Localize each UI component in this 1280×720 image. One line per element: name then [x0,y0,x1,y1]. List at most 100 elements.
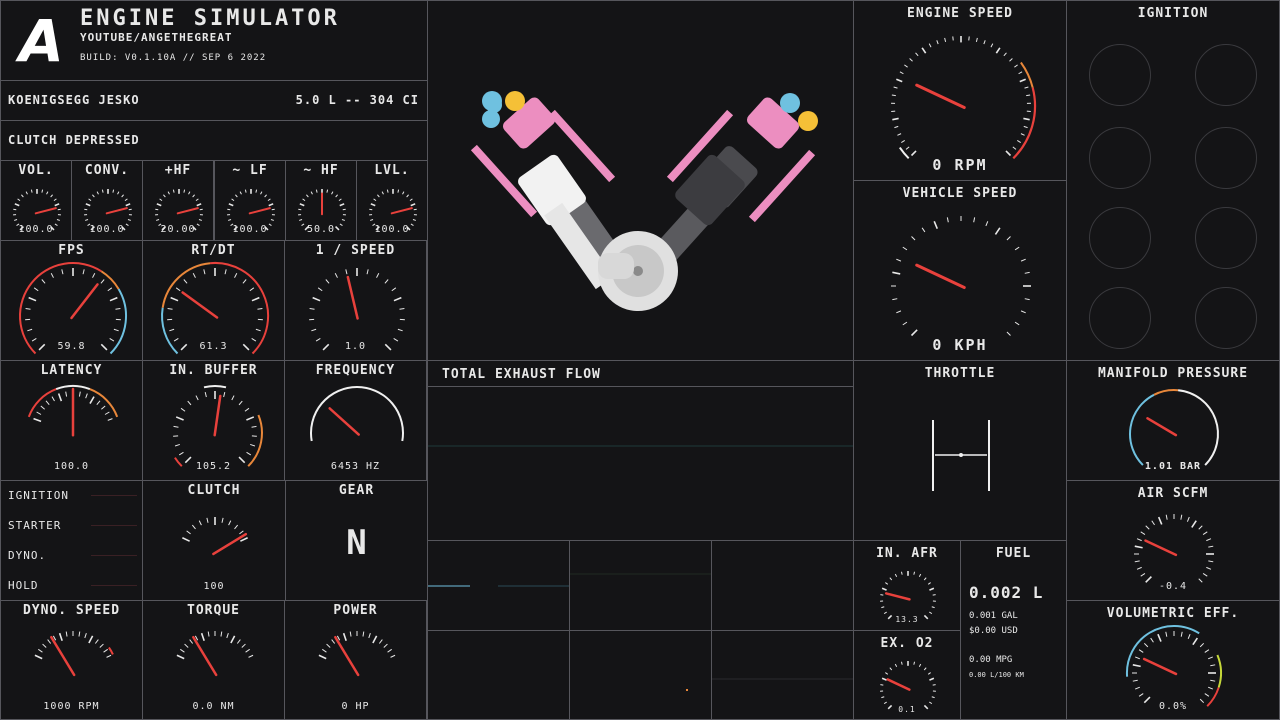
gauge-tick [240,537,248,542]
gauge-tick [336,635,341,641]
gauge-needle [70,283,99,320]
bottom-torque-gauge [176,631,254,677]
engine-speed-title: ENGINE SPEED [907,6,1013,21]
scope-5 [569,630,712,720]
gauge-tick [373,198,377,202]
gauge-tick [335,226,340,231]
gauge-tick [127,219,131,221]
gauge-tick [196,203,202,207]
manifold-pressure-gauge [1129,389,1219,466]
gauge-tick [393,338,399,342]
gauge-tick [325,279,330,284]
gauge-arc [55,385,91,391]
gauge-tick [410,203,416,207]
clutch-status-panel: CLUTCH DEPRESSED [0,120,428,161]
bottom-dyno-speed-value: 1000 RPM [43,701,100,712]
bottom-power-panel: POWER 0 HP [284,600,427,720]
gauge-tick [65,391,68,397]
gauge-needle [176,207,199,215]
switch-starter[interactable]: STARTER [8,519,62,532]
gauge-tick [928,43,932,48]
gauge-tick [249,287,255,292]
left-conrod [544,202,614,290]
gauge-tick [1014,64,1018,68]
gauge-arc [203,384,227,389]
perf-1-speed-value: 1.0 [344,341,367,352]
perf-fps-value: 59.8 [57,341,86,352]
gauge-tick [383,643,388,648]
gauge-tick [918,663,922,667]
gauge-tick [85,393,88,399]
gauge-tick [238,400,243,406]
gauge-tick [883,701,887,705]
gauge-tick [1187,634,1191,640]
gauge-tick [228,203,234,207]
gauge-tick [47,639,52,644]
gauge-tick [1207,686,1213,690]
gauge-tick [905,146,910,150]
switch-dyno[interactable]: DYNO. [8,549,47,562]
gauge-tick [58,632,63,642]
ex-o2-panel: EX. O2 0.1 [853,630,961,720]
gauge-tick [881,677,887,681]
gauge-tick [412,219,416,221]
scope-3 [711,540,854,631]
gauge-needle [34,207,57,215]
gauge-tick [186,530,191,535]
gauge-tick [228,219,232,221]
gauge-tick [1202,531,1208,535]
gauge-tick [101,189,104,193]
gauge-tick [78,391,81,397]
gauge-tick [985,221,989,227]
gauge-tick [28,296,37,302]
gauge-arc [108,646,114,655]
audio-conv-panel: CONV. 100.0 [71,160,143,241]
buffer-frequency-gauge [310,386,404,442]
gauge-tick [251,425,257,428]
gauge-tick [317,287,323,292]
audio-conv-gauge [84,189,132,231]
gauge-tick [112,189,115,193]
gauge-tick [121,226,126,231]
gauge-tick [169,328,175,332]
left-head [503,97,555,149]
gauge-tick [892,271,901,275]
bottom-torque-panel: TORQUE 0.0 NM [142,600,285,720]
gauge-tick [929,677,935,681]
buffer-latency-value: 100.0 [53,461,90,472]
gauge-tick [85,219,89,221]
gauge-tick [995,47,1001,54]
gauge-tick [161,226,166,231]
gear-panel: GEAR N [285,480,428,601]
gauge-tick [1136,566,1142,570]
bottom-power-value: 0 HP [341,701,370,712]
gauge-tick [46,191,49,195]
gauge-tick [299,203,305,207]
gauge-tick [88,198,92,202]
gauge-tick [362,631,365,637]
audio-hf-title: +HF [164,163,192,178]
gauge-tick [900,571,903,575]
vehicle-speed-title: VEHICLE SPEED [902,186,1018,201]
gauge-tick [902,246,908,251]
gauge-tick [936,40,939,45]
gauge-tick [927,582,931,585]
audio-vol-panel: VOL. 100.0 [0,160,72,241]
gauge-tick [990,43,994,48]
gauge-tick [334,273,338,278]
gauge-tick [36,411,42,415]
switch-hold[interactable]: HOLD [8,579,39,592]
gauge-tick [107,287,113,292]
gauge-tick [125,203,131,207]
gauge-tick [910,150,917,157]
gauge-tick [887,614,893,620]
gauge-tick [983,40,986,45]
gauge-tick [103,648,108,653]
gauge-tick [881,606,885,609]
gauge-tick [192,226,197,231]
gauge-tick [33,287,39,292]
switch-ignition[interactable]: IGNITION [8,489,69,502]
gauge-tick [203,269,206,275]
gauge-tick [21,194,24,198]
gauge-tick [61,269,64,275]
